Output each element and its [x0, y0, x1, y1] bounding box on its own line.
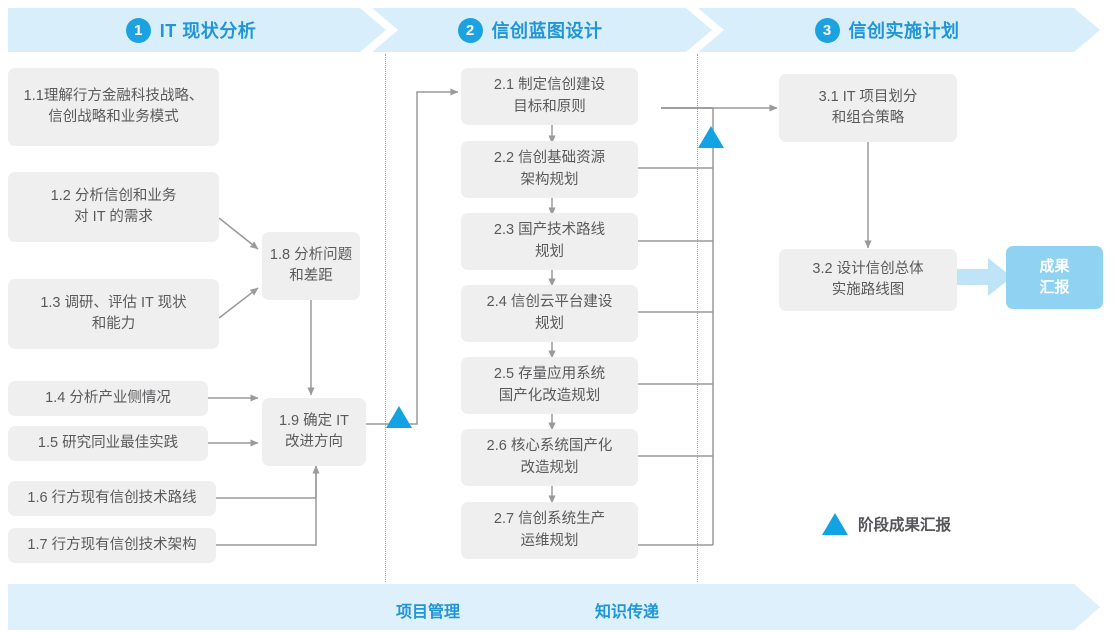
node-1-1[interactable]: 1.1理解行方金融科技战略、 信创战略和业务模式 — [8, 68, 219, 146]
phase-header-2[interactable]: 2 信创蓝图设计 — [372, 8, 712, 52]
node-1-7[interactable]: 1.7 行方现有信创技术架构 — [8, 528, 216, 563]
phase-badge-3: 3 — [814, 17, 840, 43]
node-1-6[interactable]: 1.6 行方现有信创技术路线 — [8, 481, 216, 516]
result-arrow-icon — [952, 258, 1012, 296]
column-divider-right — [697, 54, 698, 582]
blue-triangle-icon — [822, 513, 848, 535]
milestone-triangle-phase2 — [698, 126, 724, 148]
phase-header-3[interactable]: 3 信创实施计划 — [698, 8, 1100, 52]
phase-header-1[interactable]: 1 IT 现状分析 — [8, 8, 386, 52]
node-2-7[interactable]: 2.7 信创系统生产 运维规划 — [461, 502, 638, 559]
node-2-4[interactable]: 2.4 信创云平台建设 规划 — [461, 285, 638, 342]
column-divider-left — [385, 54, 386, 582]
legend: 阶段成果汇报 — [822, 513, 951, 535]
footer-item-0[interactable]: 项目管理 — [396, 604, 461, 621]
node-3-2[interactable]: 3.2 设计信创总体 实施路线图 — [779, 249, 957, 311]
node-1-4[interactable]: 1.4 分析产业侧情况 — [8, 381, 208, 416]
node-2-6[interactable]: 2.6 核心系统国产化 改造规划 — [461, 429, 638, 486]
phase-title-2: 信创蓝图设计 — [491, 21, 603, 41]
node-2-3[interactable]: 2.3 国产技术路线 规划 — [461, 213, 638, 270]
phase-title-1: IT 现状分析 — [159, 21, 257, 41]
phase-badge-1: 1 — [125, 17, 151, 43]
node-1-3[interactable]: 1.3 调研、评估 IT 现状 和能力 — [8, 279, 219, 349]
node-1-5[interactable]: 1.5 研究同业最佳实践 — [8, 426, 208, 461]
phase-badge-2: 2 — [457, 17, 483, 43]
milestone-triangle-phase1 — [386, 406, 412, 428]
node-1-9[interactable]: 1.9 确定 IT 改进方向 — [262, 398, 366, 466]
node-3-1[interactable]: 3.1 IT 项目划分 和组合策略 — [779, 74, 957, 142]
phase-title-3: 信创实施计划 — [848, 21, 960, 41]
footer-item-1[interactable]: 知识传递 — [595, 604, 660, 621]
result-chip[interactable]: 成果 汇报 — [1006, 246, 1103, 309]
node-1-2[interactable]: 1.2 分析信创和业务 对 IT 的需求 — [8, 172, 219, 242]
node-2-5[interactable]: 2.5 存量应用系统 国产化改造规划 — [461, 357, 638, 414]
node-2-1[interactable]: 2.1 制定信创建设 目标和原则 — [461, 68, 638, 125]
legend-label: 阶段成果汇报 — [858, 517, 952, 534]
footer-band — [8, 584, 1100, 630]
node-1-8[interactable]: 1.8 分析问题 和差距 — [262, 232, 360, 300]
node-2-2[interactable]: 2.2 信创基础资源 架构规划 — [461, 141, 638, 198]
